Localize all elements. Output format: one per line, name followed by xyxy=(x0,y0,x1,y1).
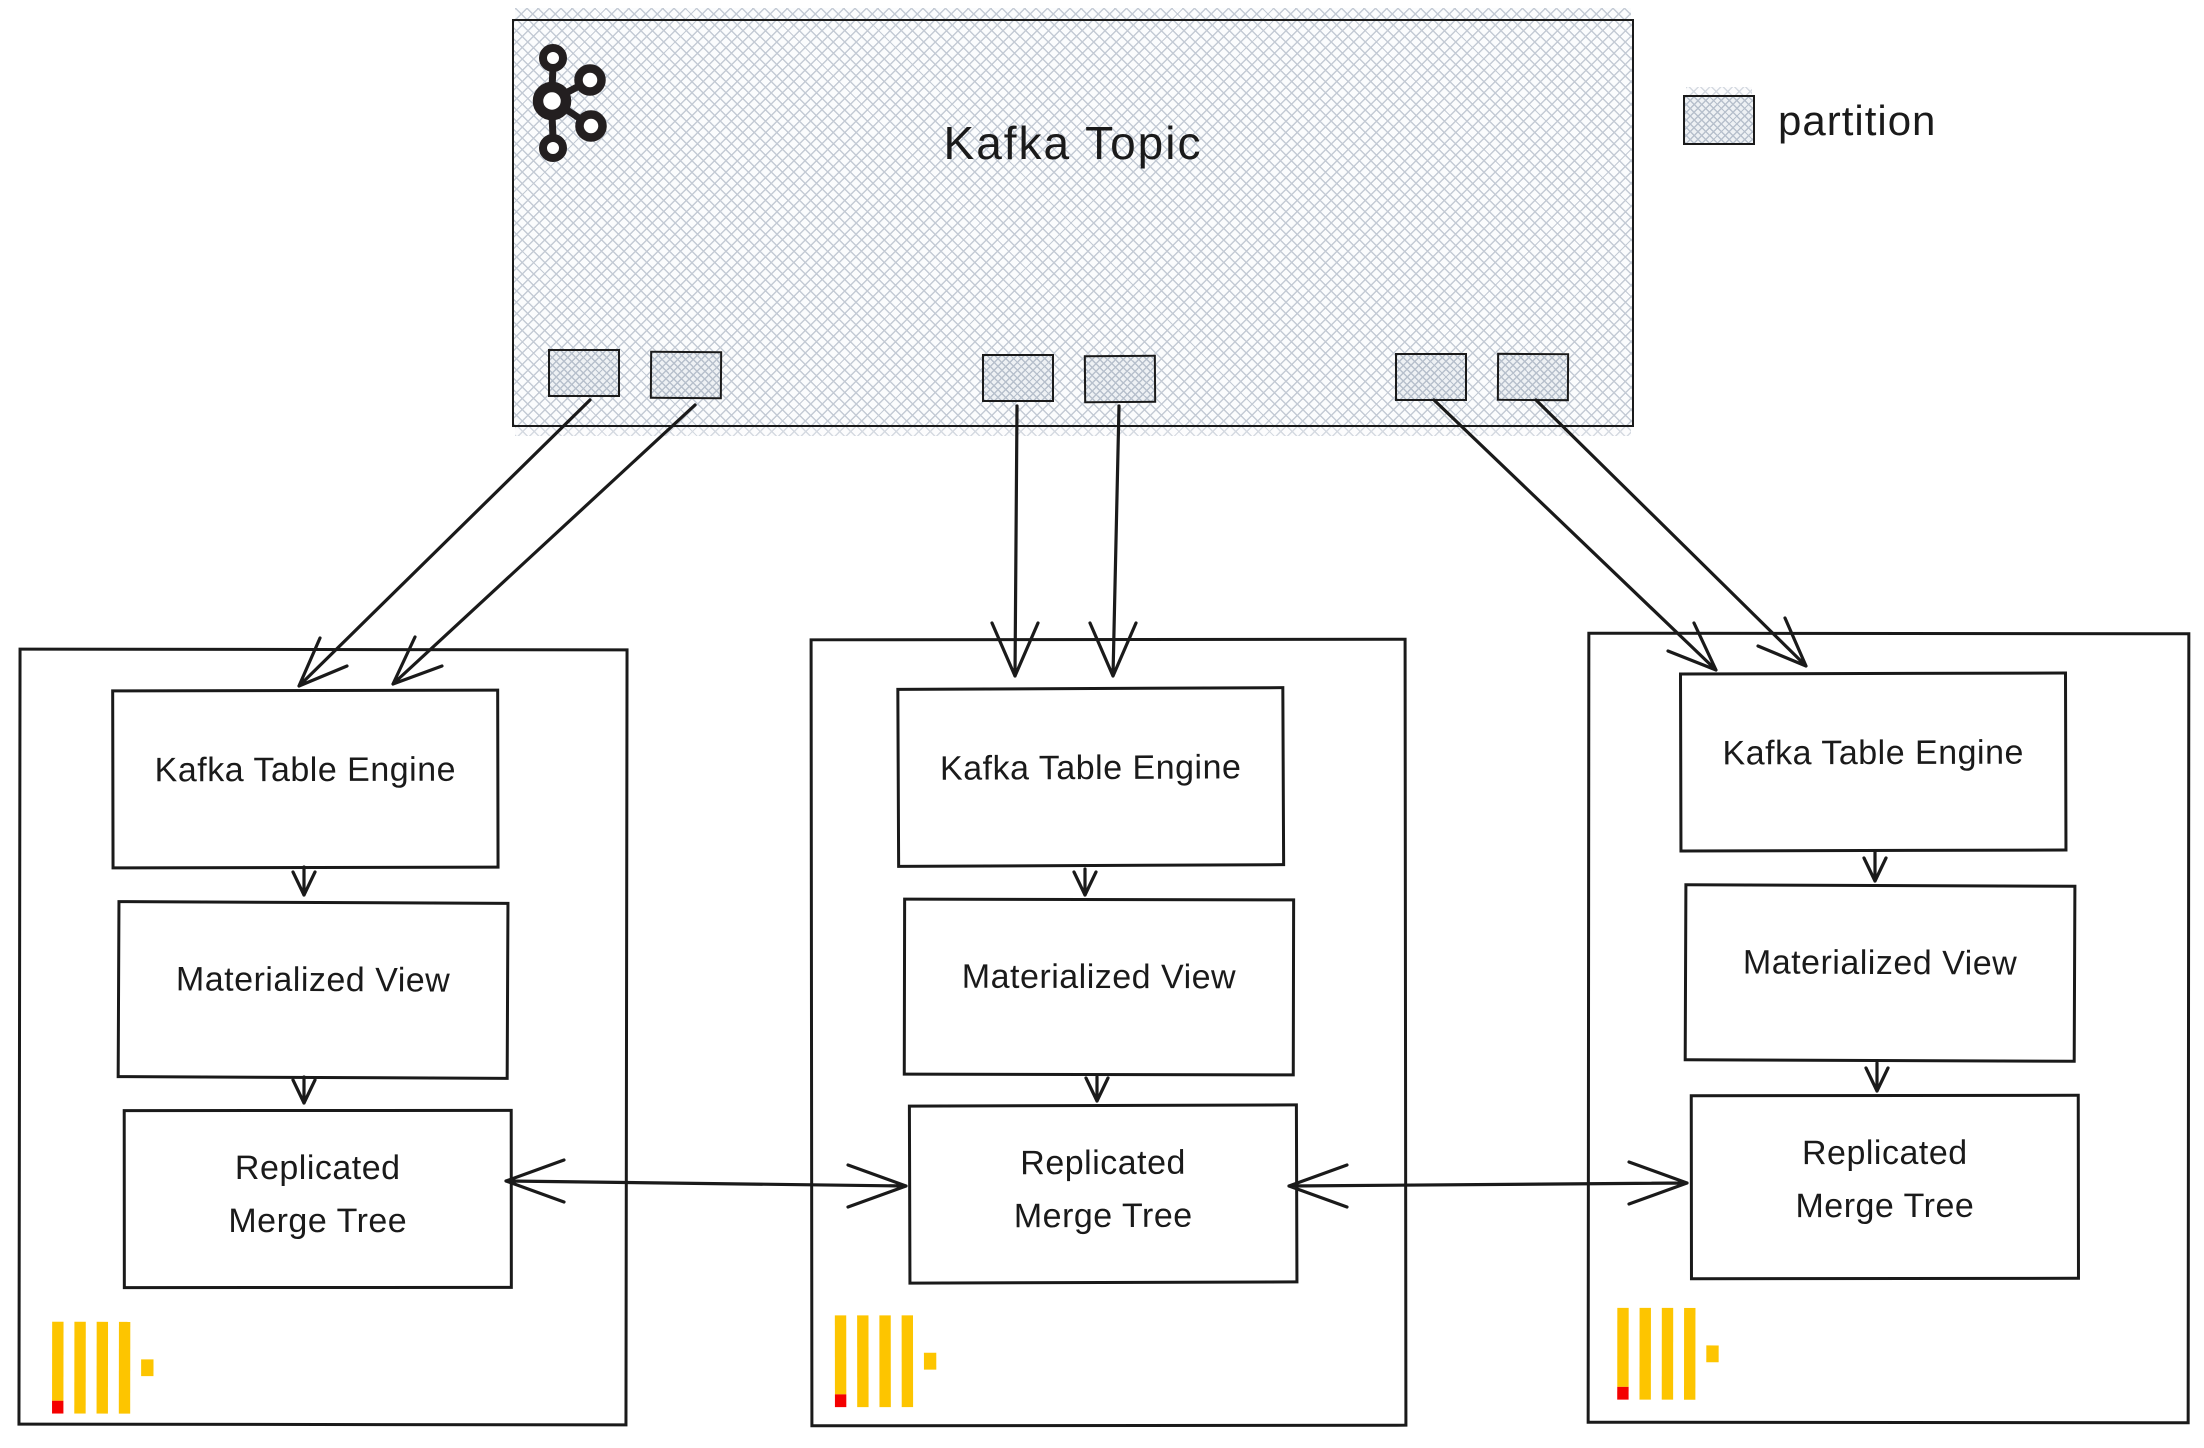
kafka-table-engine-box: Kafka Table Engine xyxy=(1678,671,2068,853)
arrow-partition1-to-node1 xyxy=(297,398,592,688)
materialized-view-label: Materialized View xyxy=(1742,943,2018,983)
arrow-partition2-to-node1 xyxy=(391,403,697,686)
kafka-table-engine-box: Kafka Table Engine xyxy=(111,688,500,870)
clickhouse-logo xyxy=(1617,1307,1719,1400)
partition-box-5 xyxy=(1395,353,1467,401)
hatch-overflow-bottom xyxy=(515,427,1631,436)
replicated-merge-tree-box: Replicated Merge Tree xyxy=(122,1108,513,1290)
clickhouse-logo xyxy=(834,1315,937,1408)
clickhouse-logo xyxy=(52,1321,154,1414)
arrow-partition6-to-node3 xyxy=(1534,398,1808,668)
kafka-table-engine-label: Kafka Table Engine xyxy=(154,750,457,790)
kafka-table-engine-label: Kafka Table Engine xyxy=(939,748,1242,788)
clickhouse-node-3: Kafka Table Engine Materialized View Rep… xyxy=(1586,631,2191,1425)
partition-box-3 xyxy=(982,354,1054,402)
kafka-table-engine-label: Kafka Table Engine xyxy=(1722,733,2024,773)
partition-box-2 xyxy=(649,350,723,400)
legend-partition-label: partition xyxy=(1778,97,1937,144)
replicated-merge-tree-label: Replicated Merge Tree xyxy=(228,1148,408,1240)
arrow-partition3-to-node2 xyxy=(990,404,1040,678)
materialized-view-box: Materialized View xyxy=(902,897,1296,1077)
kafka-topic-box: Kafka Topic xyxy=(512,19,1634,427)
materialized-view-label: Materialized View xyxy=(175,960,451,1000)
materialized-view-label: Materialized View xyxy=(961,957,1237,997)
replicated-merge-tree-box: Replicated Merge Tree xyxy=(907,1103,1299,1285)
legend-partition-swatch xyxy=(1683,95,1755,145)
replicated-merge-tree-label: Replicated Merge Tree xyxy=(1795,1133,1975,1225)
clickhouse-node-2: Kafka Table Engine Materialized View Rep… xyxy=(809,637,1408,1428)
kafka-table-engine-box: Kafka Table Engine xyxy=(896,686,1286,868)
arrow-partition4-to-node2 xyxy=(1088,404,1138,678)
kafka-logo-icon xyxy=(532,44,607,162)
partition-box-6 xyxy=(1496,352,1570,402)
materialized-view-box: Materialized View xyxy=(1683,883,2077,1063)
replicated-merge-tree-label: Replicated Merge Tree xyxy=(1013,1143,1193,1235)
hatch-overflow-legend xyxy=(1686,87,1752,96)
kafka-topic-title: Kafka Topic xyxy=(943,117,1203,169)
materialized-view-box: Materialized View xyxy=(116,900,510,1080)
hatch-overflow-top xyxy=(515,8,1631,20)
partition-box-1 xyxy=(548,349,620,397)
partition-box-4 xyxy=(1083,354,1157,404)
clickhouse-node-1: Kafka Table Engine Materialized View Rep… xyxy=(17,647,629,1427)
arrow-partition5-to-node3 xyxy=(1432,398,1718,672)
replicated-merge-tree-box: Replicated Merge Tree xyxy=(1689,1093,2080,1281)
